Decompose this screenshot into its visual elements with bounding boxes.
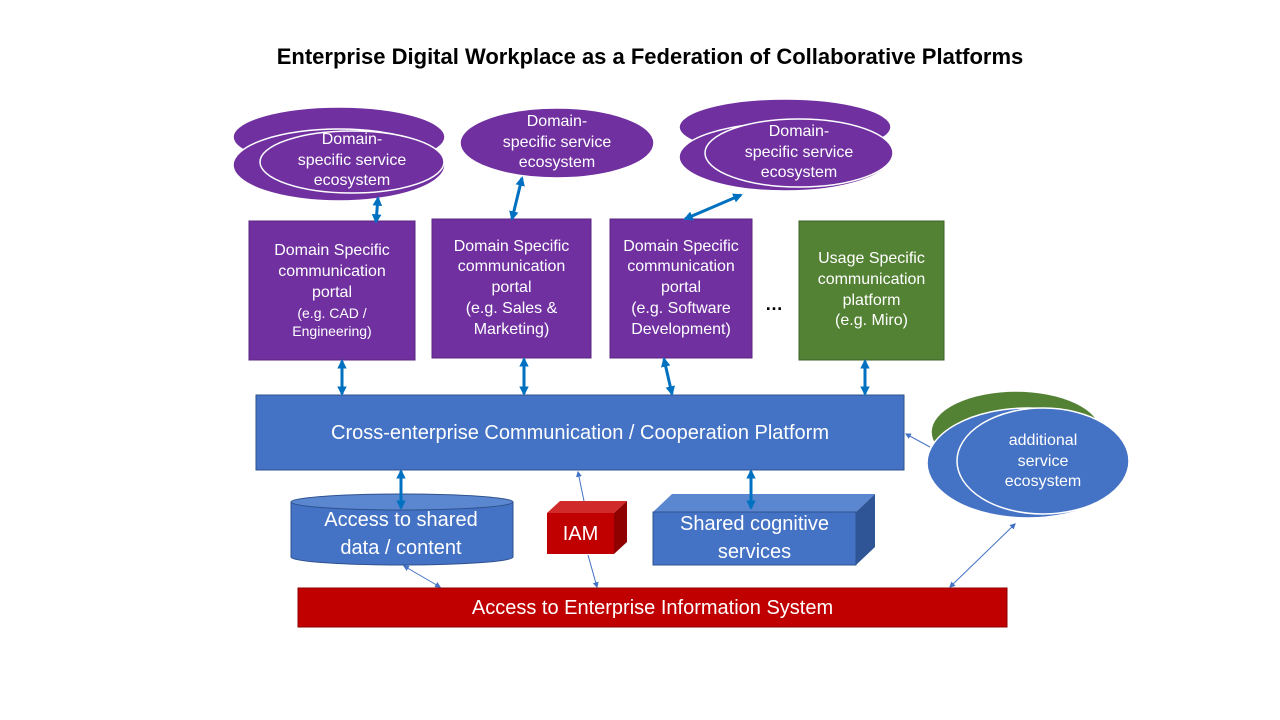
eis-bar	[297, 587, 1008, 628]
additional-ecosystem-label: additional service ecosystem	[1004, 431, 1082, 491]
platform-label: Cross-enterprise Communication / Coopera…	[331, 421, 829, 444]
portal-cad-label: Domain Specific communication portal (e.…	[274, 242, 390, 339]
additional-ecosystem	[926, 390, 1130, 519]
usage-platform-label: Usage Specific communication platform (e…	[817, 249, 926, 330]
connector-eco2-portal	[509, 176, 525, 221]
cognitive-cube	[652, 494, 875, 566]
more-portals-ellipsis: …	[765, 294, 783, 314]
connector-portal3-platform	[661, 357, 675, 396]
connector-data-eis	[402, 565, 442, 588]
ecosystem-3-label: Domain- specific service ecosystem	[744, 122, 854, 182]
diagram-title: Enterprise Digital Workplace as a Federa…	[276, 44, 1024, 69]
portal-box-cad	[248, 220, 416, 361]
cognitive-label: Shared cognitive services	[680, 513, 829, 563]
platform-box	[255, 394, 905, 471]
connector-eco3-portal	[683, 193, 743, 221]
connector-additional-platform	[904, 433, 931, 448]
ecosystem-1	[232, 106, 446, 202]
portal-software-label: Domain Specific communication portal (e.…	[623, 237, 739, 338]
shared-data-label: Access to shared data / content	[324, 509, 478, 559]
ecosystem-2	[459, 107, 655, 179]
connector-eco1-portal	[371, 196, 383, 224]
iam-cube	[547, 501, 627, 554]
eis-label: Access to Enterprise Information System	[471, 596, 834, 619]
ecosystem-1-label: Domain- specific service ecosystem	[297, 130, 407, 190]
connector-additional-eis	[949, 523, 1016, 588]
iam-label: IAM	[562, 522, 599, 545]
connector-iam-eis	[587, 554, 599, 589]
portal-box-sales	[431, 218, 592, 359]
ecosystem-3	[678, 98, 894, 192]
portal-box-software	[609, 218, 753, 359]
ecosystem-2-label: Domain- specific service ecosystem	[502, 112, 612, 172]
portal-sales-label: Domain Specific communication portal (e.…	[453, 237, 570, 338]
usage-platform-box	[798, 220, 945, 361]
connector-iam-platform	[576, 470, 585, 502]
